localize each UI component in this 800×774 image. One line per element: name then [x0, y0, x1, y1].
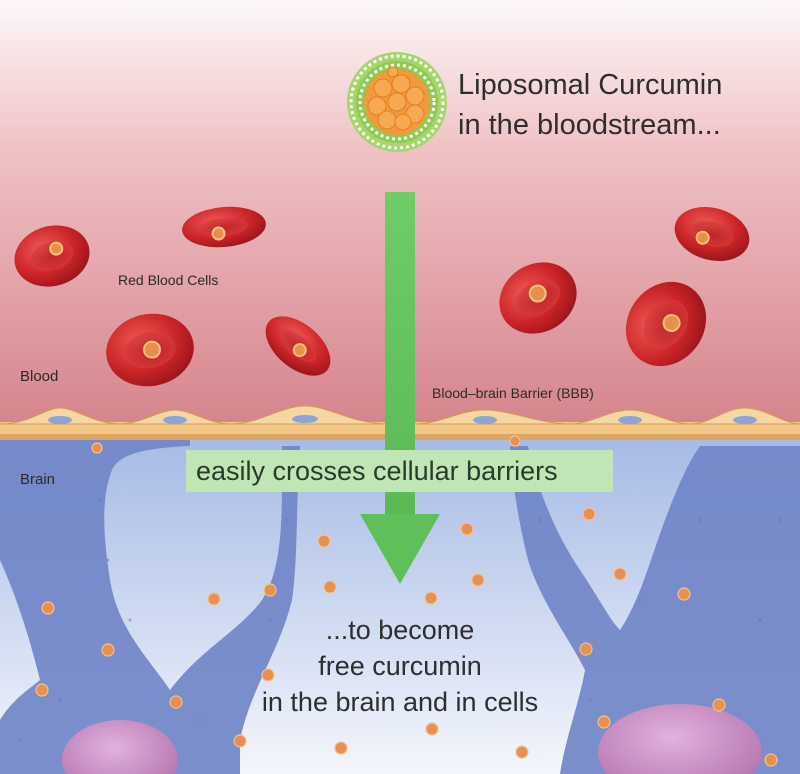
curcumin-dot	[101, 643, 115, 657]
curcumin-dot	[323, 580, 337, 594]
curcumin-dot	[613, 567, 627, 581]
curcumin-dot	[41, 601, 55, 615]
curcumin-dot	[509, 435, 521, 447]
nucleus-left	[62, 720, 178, 774]
curcumin-dot	[471, 573, 485, 587]
curcumin-dot	[460, 522, 474, 536]
neuron-right	[510, 446, 800, 774]
curcumin-dot	[317, 534, 331, 548]
red-blood-cell	[106, 313, 194, 387]
curcumin-dot	[764, 753, 778, 767]
arrow-label-box	[186, 450, 613, 492]
curcumin-dot	[334, 741, 348, 755]
curcumin-dot	[425, 722, 439, 736]
curcumin-dot	[207, 592, 221, 606]
curcumin-dot	[169, 695, 183, 709]
red-blood-cells-label: Red Blood Cells	[118, 272, 219, 288]
red-blood-cell	[182, 206, 266, 248]
curcumin-dot	[677, 587, 691, 601]
nucleus-right	[598, 704, 762, 774]
red-blood-cell	[674, 207, 750, 261]
liposome-title: Liposomal Curcumin	[458, 69, 723, 101]
red-blood-cell	[499, 262, 577, 334]
free-curcumin-dots	[35, 435, 778, 767]
curcumin-dot	[582, 507, 596, 521]
curcumin-dot	[263, 583, 277, 597]
curcumin-dot	[35, 683, 49, 697]
curcumin-dot	[91, 442, 103, 454]
curcumin-dot	[579, 642, 593, 656]
curcumin-dot	[597, 715, 611, 729]
blood-label: Blood	[20, 368, 59, 385]
curcumin-dot	[261, 668, 275, 682]
curcumin-dot	[424, 591, 438, 605]
red-blood-cell	[265, 316, 331, 376]
liposome-subtitle: in the bloodstream...	[458, 109, 721, 141]
result-line-1: ...to become	[325, 615, 475, 645]
curcumin-dot	[233, 734, 247, 748]
result-line-3: in the brain and in cells	[261, 687, 539, 717]
brain-label: Brain	[20, 471, 56, 488]
result-caption: ...to become free curcumin in the brain …	[200, 612, 600, 720]
liposome-icon	[347, 52, 447, 152]
arrow-label: easily crosses cellular barriers	[196, 456, 558, 486]
curcumin-dot	[515, 745, 529, 759]
red-blood-cell	[14, 225, 90, 287]
bbb-label: Blood–brain Barrier (BBB)	[432, 385, 594, 401]
curcumin-dot	[712, 698, 726, 712]
neuron-left	[0, 440, 300, 774]
red-blood-cell	[625, 281, 707, 367]
result-line-2: free curcumin	[318, 651, 482, 681]
